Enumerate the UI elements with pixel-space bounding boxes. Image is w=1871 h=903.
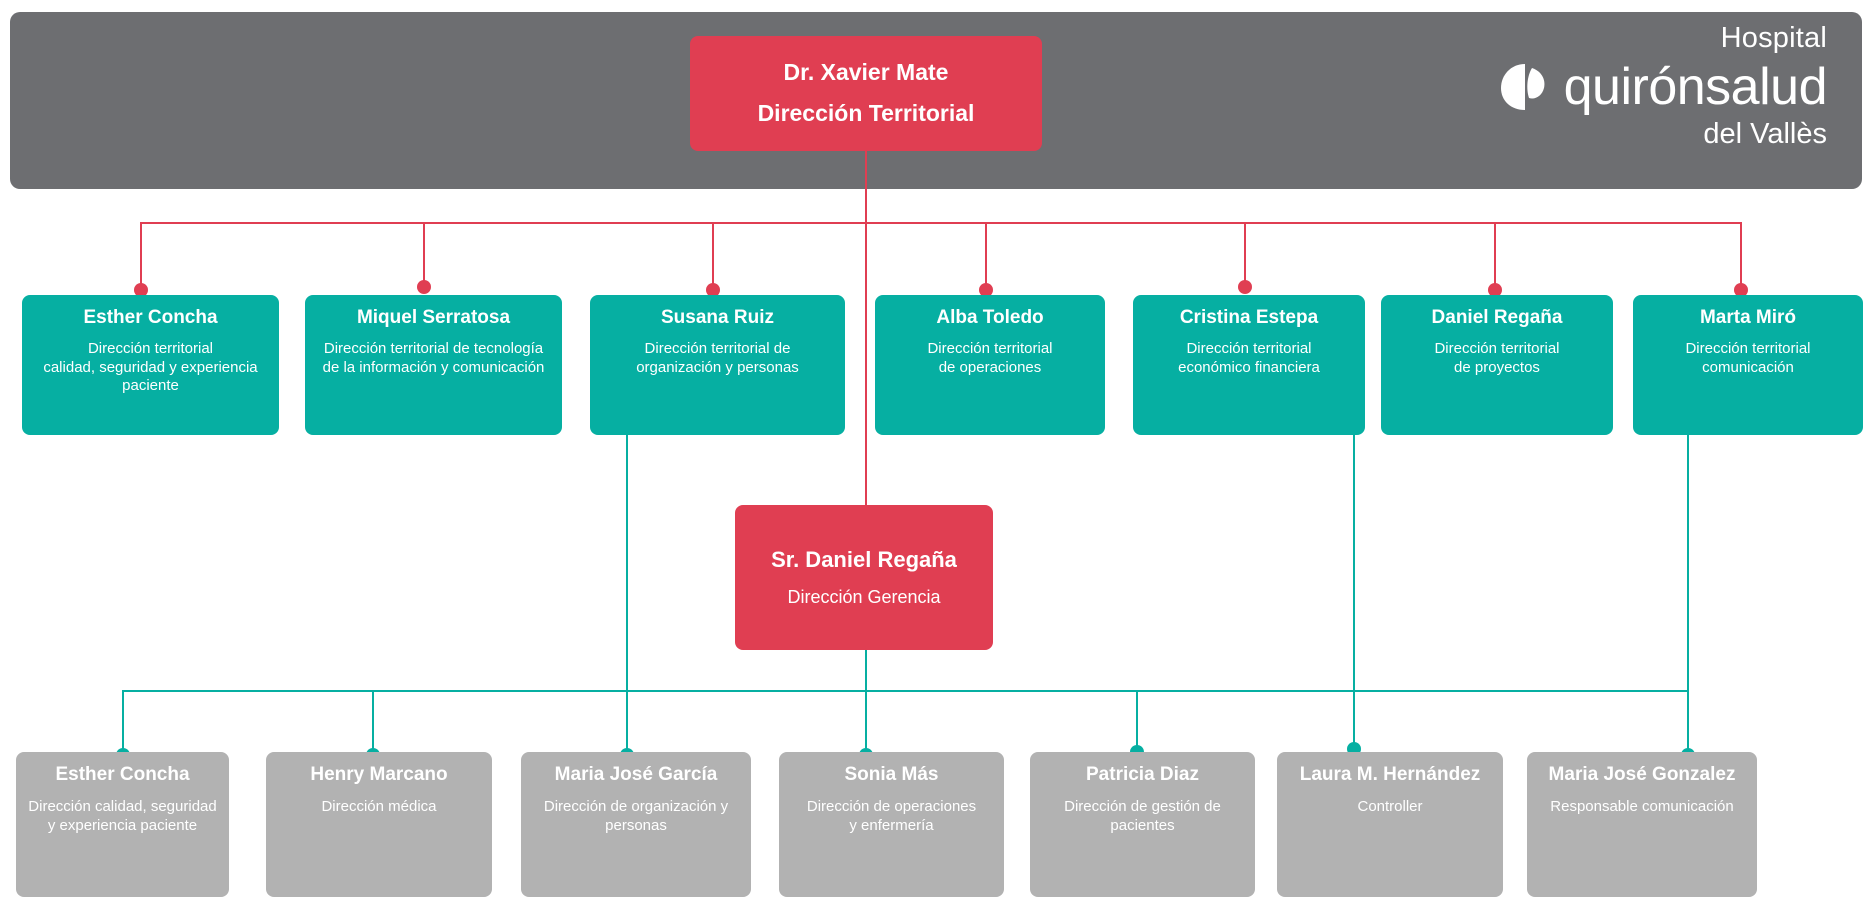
node-name: Esther Concha — [83, 307, 218, 328]
connector-dot-red-6 — [1488, 283, 1502, 297]
connector-dot-red-1 — [134, 283, 148, 297]
quironsalud-leaf-icon — [1499, 62, 1553, 112]
node-local-6[interactable]: Laura M. Hernández Controller — [1277, 752, 1503, 897]
logo-wordmark-row: quirónsalud — [1497, 58, 1828, 116]
connector-dot-red-5 — [1238, 280, 1252, 294]
node-name: Daniel Regaña — [1431, 307, 1563, 328]
node-local-3[interactable]: Maria José García Dirección de organizac… — [521, 752, 751, 897]
node-name: Maria José Gonzalez — [1548, 764, 1736, 785]
connector-red-drop-3 — [712, 222, 714, 288]
node-name: Marta Miró — [1699, 307, 1797, 328]
node-name: Cristina Estepa — [1179, 307, 1319, 328]
connector-mid-spine — [865, 222, 867, 505]
logo-wordmark-text: quirónsalud — [1563, 58, 1828, 116]
node-name: Susana Ruiz — [661, 307, 774, 328]
node-name: Patricia Diaz — [1086, 764, 1199, 785]
connector-red-drop-1 — [140, 222, 142, 288]
connector-dot-red-7 — [1734, 283, 1748, 297]
connector-teal-drop-7 — [1687, 690, 1689, 753]
node-role: Controller — [1357, 797, 1423, 815]
connector-dot-red-4 — [979, 283, 993, 297]
node-name: Miquel Serratosa — [356, 307, 511, 328]
brand-logo: Hospital quirónsalud del Vallès — [1497, 22, 1828, 164]
node-role: Dirección Territorial — [757, 100, 975, 127]
connector-red-bus — [140, 222, 1740, 224]
connector-teal-drop-5 — [1136, 690, 1138, 750]
connector-red-drop-6 — [1494, 222, 1496, 288]
logo-hospital-text: Hospital — [1720, 22, 1827, 54]
connector-teal-drop-4 — [865, 690, 867, 753]
node-role: Dirección médica — [321, 797, 437, 815]
node-local-2[interactable]: Henry Marcano Dirección médica — [266, 752, 492, 897]
connector-red-drop-5 — [1244, 222, 1246, 285]
connector-teal-bus — [122, 690, 1689, 692]
connector-dot-red-2 — [417, 280, 431, 294]
connector-red-drop-4 — [985, 222, 987, 288]
node-territorial-2[interactable]: Miquel Serratosa Dirección territorial d… — [305, 295, 562, 435]
connector-teal-feed-marta — [1687, 435, 1689, 691]
connector-red-drop-2 — [423, 222, 425, 285]
connector-gerencia-spine — [865, 650, 867, 691]
connector-teal-drop-6 — [1353, 690, 1355, 747]
node-direccion-territorial[interactable]: Dr. Xavier Mate Dirección Territorial — [690, 36, 1042, 151]
connector-teal-drop-2 — [372, 690, 374, 753]
node-name: Alba Toledo — [936, 307, 1044, 328]
connector-dot-red-3 — [706, 283, 720, 297]
connector-teal-drop-1 — [122, 690, 124, 753]
connector-top-spine — [865, 151, 867, 223]
node-local-7[interactable]: Maria José Gonzalez Responsable comunica… — [1527, 752, 1757, 897]
node-name: Laura M. Hernández — [1299, 764, 1481, 785]
node-name: Maria José García — [554, 764, 718, 785]
node-name: Dr. Xavier Mate — [783, 58, 949, 85]
node-role: Dirección Gerencia — [787, 586, 941, 607]
connector-teal-drop-3 — [626, 690, 628, 753]
connector-red-drop-7 — [1740, 222, 1742, 288]
node-name: Henry Marcano — [310, 764, 448, 785]
connector-teal-feed-cristina — [1353, 435, 1355, 691]
connector-teal-feed-susana — [626, 435, 628, 691]
node-name: Sonia Más — [844, 764, 939, 785]
logo-site-text: del Vallès — [1703, 118, 1827, 150]
node-name: Sr. Daniel Regaña — [771, 546, 957, 572]
node-role: Responsable comunicación — [1550, 797, 1734, 815]
node-name: Esther Concha — [55, 764, 190, 785]
node-local-1[interactable]: Esther Concha Dirección calidad, segurid… — [16, 752, 229, 897]
node-direccion-gerencia[interactable]: Sr. Daniel Regaña Dirección Gerencia — [735, 505, 993, 650]
